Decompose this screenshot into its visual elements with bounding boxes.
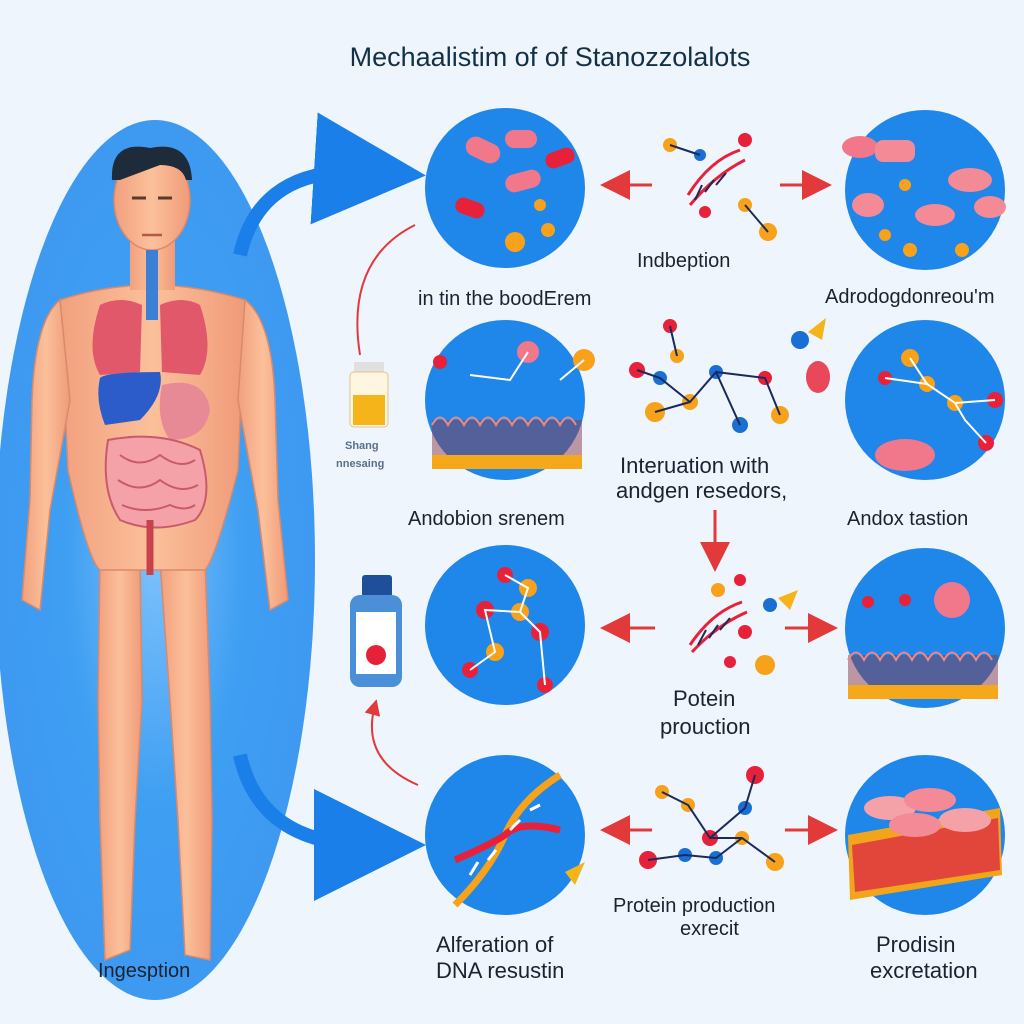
arrow-body-to-bottom <box>233 753 426 901</box>
medicine-bottle-icon <box>350 575 402 687</box>
label-prodisin-line2: excretation <box>870 958 978 983</box>
label-shang: Shang <box>345 440 379 452</box>
circle-excretion <box>845 755 1005 915</box>
label-alferation-line1: Alferation of <box>436 932 554 957</box>
label-protein-exrecit-line2: exrecit <box>680 918 739 940</box>
label-bloodstream: in tin the boodErem <box>418 288 592 310</box>
human-figure <box>21 146 289 962</box>
label-adrodogdon: Adrodogdonreou'm <box>825 286 995 308</box>
circle-andox <box>845 320 1005 480</box>
arrow-body-to-top <box>233 112 426 257</box>
molecule-bottom-center <box>639 766 784 871</box>
molecule-mid-center <box>629 318 830 433</box>
arrow-return-top <box>356 224 416 356</box>
label-andobion: Andobion srenem <box>408 508 565 530</box>
diagram-title: Mechaalistim of of Stanozzolalots <box>349 42 751 72</box>
label-alferation-line2: DNA resustin <box>436 958 565 983</box>
circle-alteration <box>425 545 585 705</box>
circle-adrodogdon <box>842 110 1006 270</box>
label-indbeption: Indbeption <box>637 250 731 272</box>
circle-potein-right <box>845 548 1005 708</box>
molecule-top-center <box>663 133 777 241</box>
molecule-lower-center <box>688 574 798 675</box>
circle-dna <box>425 755 585 915</box>
label-andox: Andox tastion <box>847 508 969 530</box>
label-protein-exrecit-line1: Protein production <box>613 895 776 917</box>
vial-icon <box>349 362 389 428</box>
label-potein-line2: prouction <box>660 714 751 739</box>
circle-bloodstream <box>425 108 585 268</box>
label-nnessing: nnesaing <box>336 458 385 470</box>
label-prodisin-line1: Prodisin <box>876 932 956 957</box>
circle-andobion <box>425 320 595 480</box>
label-ingesption: Ingesption <box>98 960 191 982</box>
label-potein-line1: Potein <box>673 686 736 711</box>
arrow-return-bottom <box>364 699 419 786</box>
label-interuation-line2: andgen resedors, <box>616 478 788 503</box>
label-interuation-line1: Interuation with <box>620 453 770 478</box>
